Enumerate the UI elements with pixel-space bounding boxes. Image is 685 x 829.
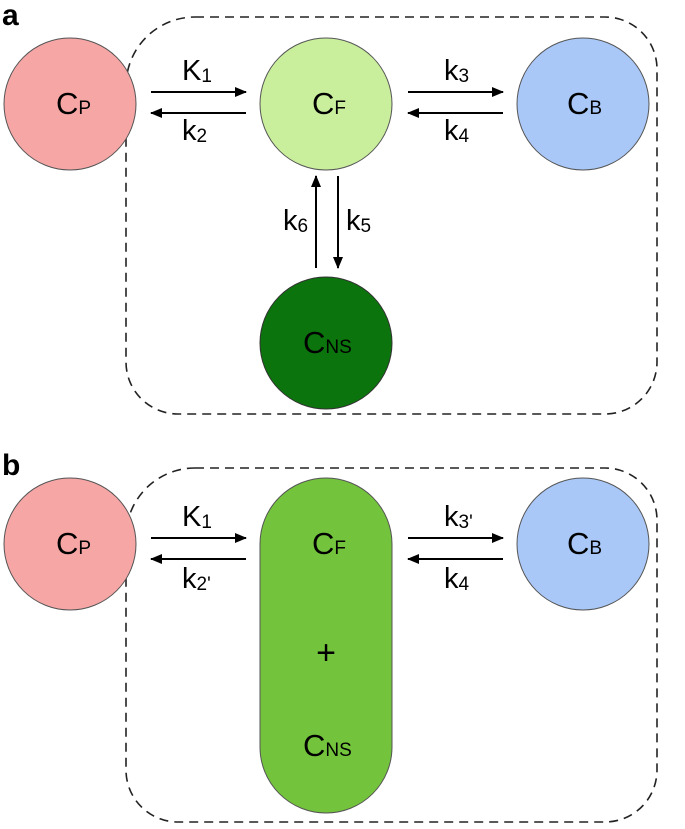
- rate-k2-a: k2: [182, 115, 207, 147]
- cp-subscript: P: [78, 538, 91, 559]
- rate-k4-b: k4: [444, 563, 470, 595]
- cns-subscript: NS: [325, 337, 351, 358]
- cb-symbol: C: [567, 86, 589, 121]
- nonspecific-compartment-a: CNS: [259, 276, 393, 410]
- rate-k6-a: k6: [283, 205, 308, 237]
- plasma-compartment-a: CP: [3, 37, 137, 171]
- plasma-circle: [3, 477, 137, 611]
- rate-k3-a: k3: [444, 55, 469, 87]
- plasma-circle: [3, 37, 137, 171]
- rate-k1-b: K1: [182, 501, 212, 533]
- cb-subscript: B: [589, 98, 602, 119]
- tissue-boundary-a: [125, 16, 658, 415]
- free-compartment-a: CF: [259, 37, 393, 171]
- cns-symbol: C: [303, 325, 325, 360]
- panel-a-label: a: [2, 0, 19, 32]
- bound-circle: [516, 477, 650, 611]
- free-circle: [259, 37, 393, 171]
- cf-subscript: F: [334, 98, 346, 119]
- panel-b-label: b: [2, 449, 20, 482]
- svg-text:CP: CP: [56, 86, 91, 121]
- cf-subscript: F: [334, 538, 346, 559]
- combined-free-nonspecific-compartment-b: CF + CNS: [259, 477, 393, 814]
- cb-symbol: C: [567, 526, 589, 561]
- rate-k4-a: k4: [444, 115, 470, 147]
- bound-compartment-a: CB: [516, 37, 650, 171]
- combined-capsule: [259, 477, 393, 814]
- svg-text:CB: CB: [567, 86, 602, 121]
- svg-text:CF: CF: [312, 526, 346, 561]
- svg-text:CP: CP: [56, 526, 91, 561]
- cb-subscript: B: [589, 538, 602, 559]
- bound-compartment-b: CB: [516, 477, 650, 611]
- plasma-compartment-b: CP: [3, 477, 137, 611]
- svg-text:CNS: CNS: [303, 728, 352, 763]
- svg-text:CNS: CNS: [303, 325, 352, 360]
- svg-text:CB: CB: [567, 526, 602, 561]
- bound-circle: [516, 37, 650, 171]
- cp-subscript: P: [78, 98, 91, 119]
- cns-subscript: NS: [325, 740, 351, 761]
- rate-k5-a: k5: [346, 205, 371, 237]
- rate-k3-b: k3': [444, 501, 473, 533]
- cp-symbol: C: [56, 86, 78, 121]
- cf-symbol: C: [312, 526, 334, 561]
- cf-symbol: C: [312, 86, 334, 121]
- nonspecific-circle: [259, 276, 393, 410]
- cp-symbol: C: [56, 526, 78, 561]
- cns-symbol: C: [303, 728, 325, 763]
- rate-k2-b: k2': [182, 563, 211, 595]
- rate-k1-a: K1: [182, 55, 212, 87]
- tissue-boundary-b: [125, 467, 658, 823]
- svg-text:CF: CF: [312, 86, 346, 121]
- plus-sign: +: [316, 634, 336, 672]
